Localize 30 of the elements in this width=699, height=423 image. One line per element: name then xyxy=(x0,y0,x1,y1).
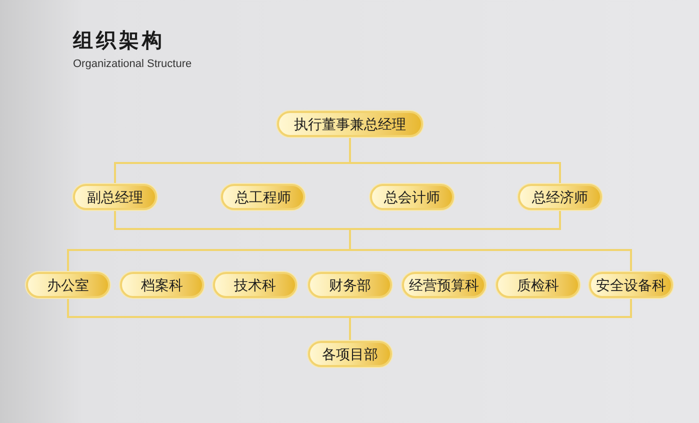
rounded-pill-box xyxy=(277,111,423,137)
connector-line xyxy=(349,298,632,341)
rounded-pill-box xyxy=(26,272,110,298)
node-label: 质检科 xyxy=(517,277,559,293)
node-label: 执行董事兼总经理 xyxy=(294,116,406,132)
rounded-pill-box xyxy=(221,184,305,210)
node-label: 档案科 xyxy=(141,277,183,293)
rounded-pill-box xyxy=(308,341,392,367)
node-label: 总会计师 xyxy=(384,189,440,205)
node-label: 总经济师 xyxy=(532,189,588,205)
rounded-pill-box xyxy=(402,272,486,298)
node-label: 总工程师 xyxy=(235,189,291,205)
node-label: 办公室 xyxy=(47,277,89,293)
node-label: 副总经理 xyxy=(87,189,143,205)
node-label: 各项目部 xyxy=(322,346,378,362)
rounded-pill-box xyxy=(73,184,157,210)
rounded-pill-box xyxy=(496,272,580,298)
node-label: 安全设备科 xyxy=(596,277,666,293)
node-label: 财务部 xyxy=(329,277,371,293)
rounded-pill-box xyxy=(120,272,204,298)
rounded-pill-box xyxy=(370,184,454,210)
connector-line xyxy=(349,137,561,184)
rounded-pill-box xyxy=(213,272,297,298)
rounded-pill-box xyxy=(518,184,602,210)
rounded-pill-box xyxy=(308,272,392,298)
subtitle: Organizational Structure xyxy=(73,57,192,71)
node-label: 技术科 xyxy=(234,277,276,293)
node-label: 经营预算科 xyxy=(409,277,479,293)
diagram-title: 组织架构 xyxy=(73,29,166,53)
rounded-pill-box xyxy=(589,272,673,298)
